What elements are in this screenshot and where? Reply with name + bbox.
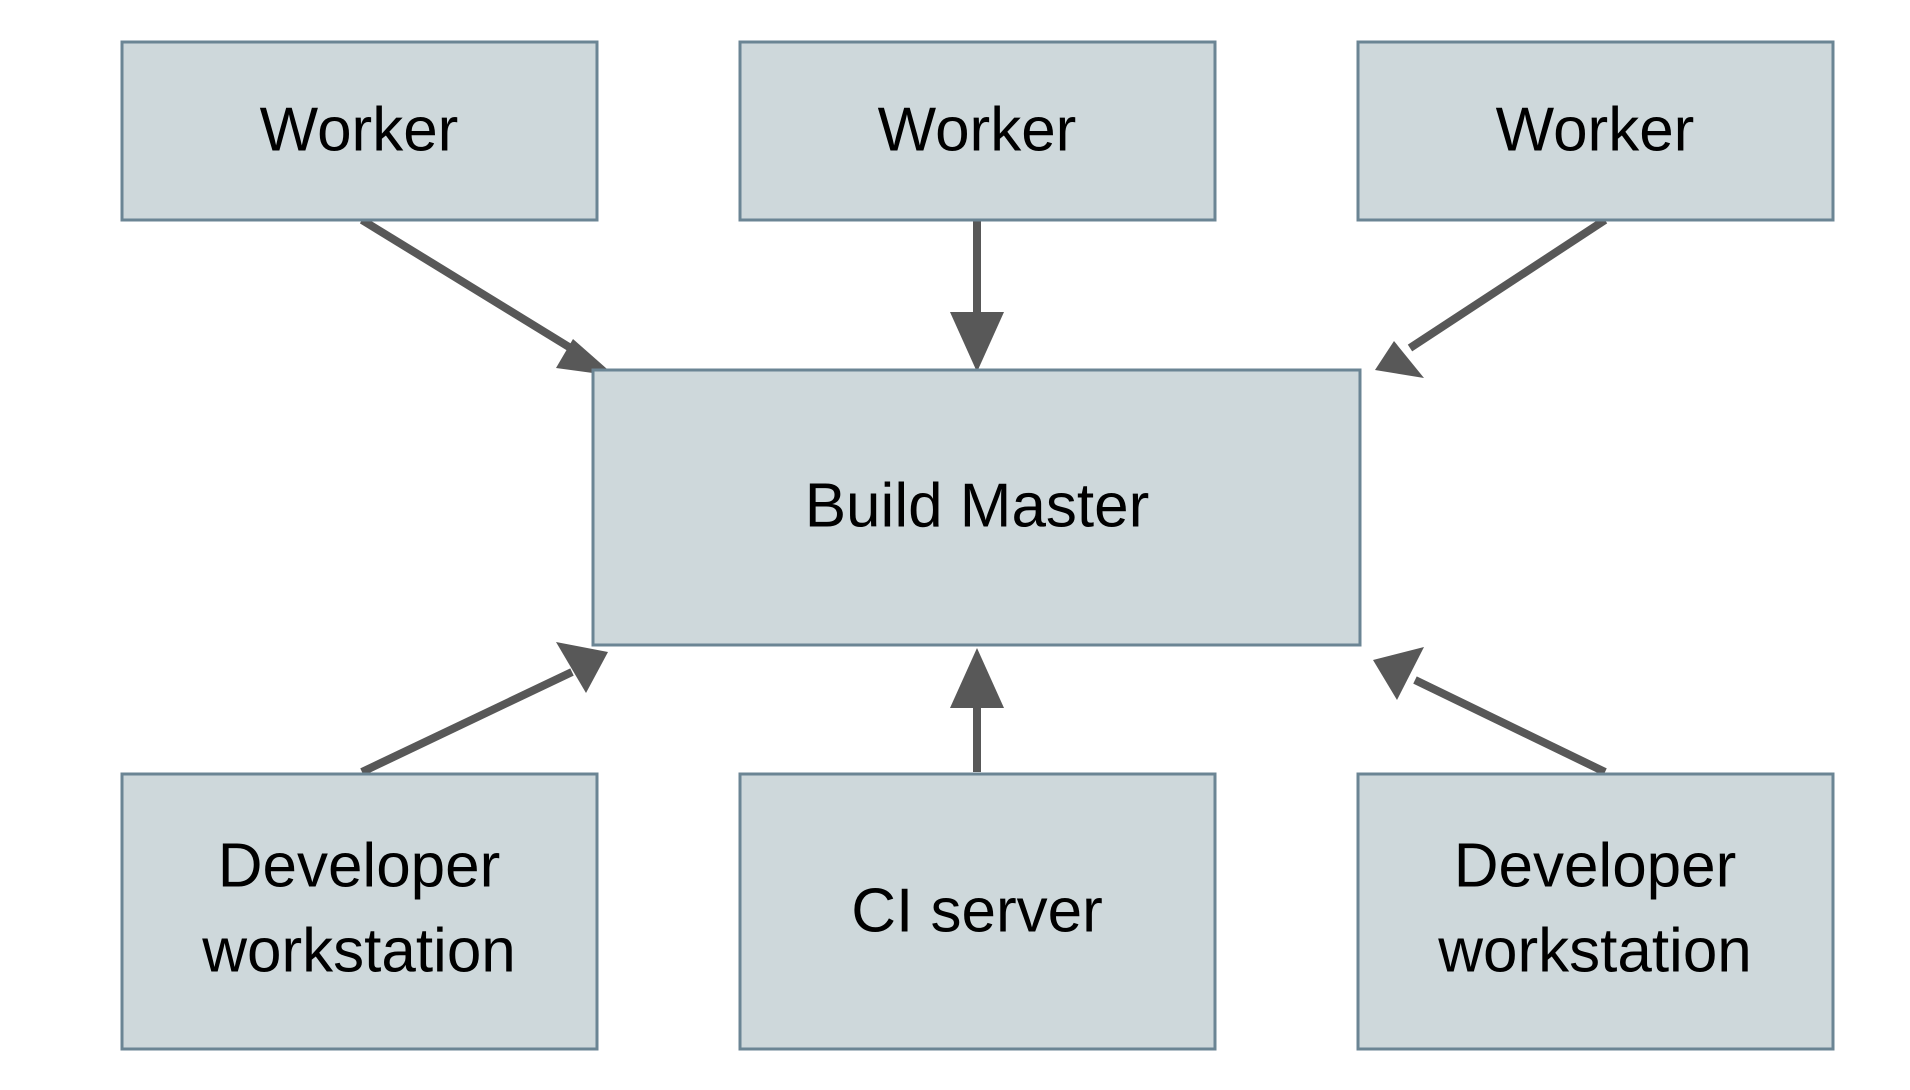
edge-worker-1-to-master bbox=[359, 216, 615, 376]
node-worker-2-box[interactable] bbox=[738, 40, 1217, 222]
node-worker-3[interactable]: Worker bbox=[1356, 40, 1835, 222]
node-worker-2-label: Worker bbox=[878, 95, 1077, 164]
node-dev-ws-left-label-line2: workstation bbox=[201, 916, 516, 985]
node-worker-3-box[interactable] bbox=[1356, 40, 1835, 222]
node-dev-ws-left[interactable]: Developer workstation bbox=[120, 772, 599, 1051]
node-build-master-box[interactable] bbox=[591, 368, 1362, 647]
edge-worker-2-to-master bbox=[950, 220, 1004, 372]
node-dev-ws-left-box[interactable] bbox=[120, 772, 599, 1051]
node-dev-ws-right[interactable]: Developer workstation bbox=[1356, 772, 1835, 1051]
node-worker-1[interactable]: Worker bbox=[120, 40, 599, 222]
node-ci-server-box[interactable] bbox=[738, 772, 1217, 1051]
edge-dev-ws-right-to-master bbox=[1373, 647, 1607, 776]
node-build-master-label: Build Master bbox=[805, 471, 1150, 540]
node-dev-ws-left-label-line1: Developer bbox=[218, 831, 501, 900]
node-worker-2[interactable]: Worker bbox=[738, 40, 1217, 222]
node-build-master[interactable]: Build Master bbox=[591, 368, 1362, 647]
edge-dev-ws-left-to-master bbox=[360, 642, 608, 776]
node-ci-server[interactable]: CI server bbox=[738, 772, 1217, 1051]
node-dev-ws-right-label-line2: workstation bbox=[1437, 916, 1752, 985]
node-ci-server-label: CI server bbox=[851, 876, 1102, 945]
node-worker-1-box[interactable] bbox=[120, 40, 599, 222]
node-worker-1-label: Worker bbox=[260, 95, 459, 164]
edge-worker-3-to-master bbox=[1375, 216, 1608, 378]
node-worker-3-label: Worker bbox=[1496, 95, 1695, 164]
node-dev-ws-right-box[interactable] bbox=[1356, 772, 1835, 1051]
node-dev-ws-right-label-line1: Developer bbox=[1454, 831, 1737, 900]
edge-ci-server-to-master bbox=[950, 648, 1004, 772]
